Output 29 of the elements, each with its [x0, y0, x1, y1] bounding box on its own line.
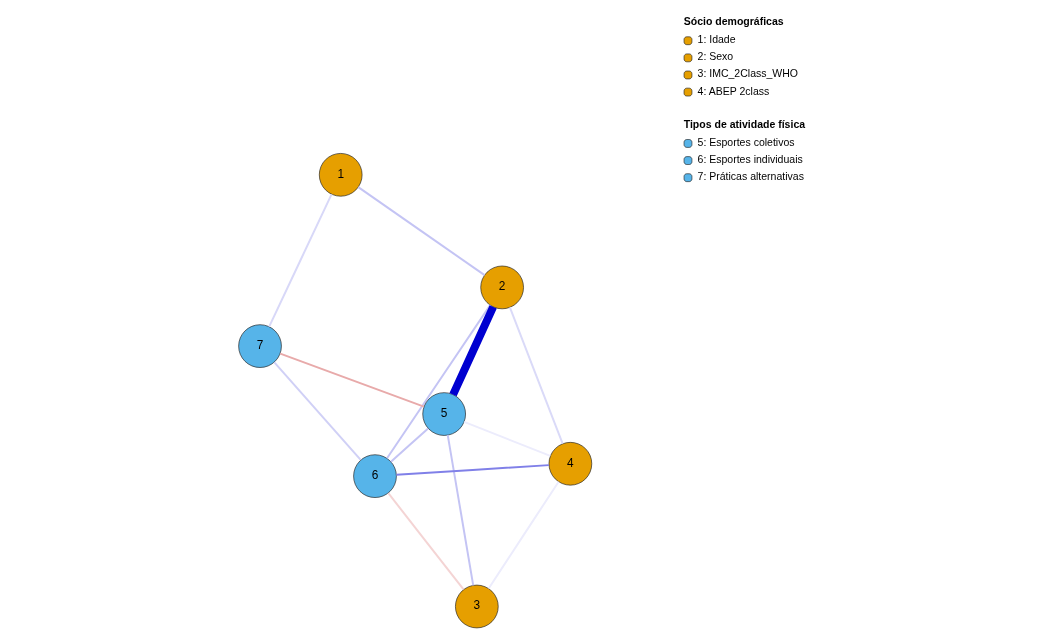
connector: [449, 305, 497, 397]
connector: [389, 427, 429, 463]
connector: [385, 304, 491, 460]
legend-label: 4: ABEP 2class: [697, 84, 769, 97]
node-circle: 2: [479, 265, 524, 310]
connector: [446, 434, 474, 587]
connector: [272, 361, 362, 461]
legend-label: 2: Sexo: [697, 50, 733, 63]
node-circle: 6: [352, 454, 397, 498]
legend-label: 7: Práticas alternativas: [697, 170, 804, 183]
connector: [356, 186, 486, 277]
node-circle: 3: [454, 584, 499, 629]
connector: [267, 193, 332, 328]
connector: [508, 306, 564, 445]
node-circle: 7: [237, 324, 282, 368]
legend-label: 5: Esportes coletivos: [697, 135, 795, 148]
legend-label: 6: Esportes individuais: [697, 153, 803, 166]
node-circle: 4: [548, 442, 592, 486]
connector: [278, 352, 425, 408]
legend-label: 3: IMC_2Class_WHO: [697, 67, 798, 80]
connector: [487, 480, 560, 590]
node-circle: 5: [421, 392, 466, 436]
legend-label: 1: Idade: [697, 33, 736, 46]
label: Sócio demográficas: [683, 15, 784, 28]
connector: [462, 420, 551, 457]
node-circle: 1: [318, 153, 362, 197]
connector: [386, 492, 464, 591]
label: Tipos de atividade física: [683, 118, 805, 131]
connector: [395, 464, 550, 476]
